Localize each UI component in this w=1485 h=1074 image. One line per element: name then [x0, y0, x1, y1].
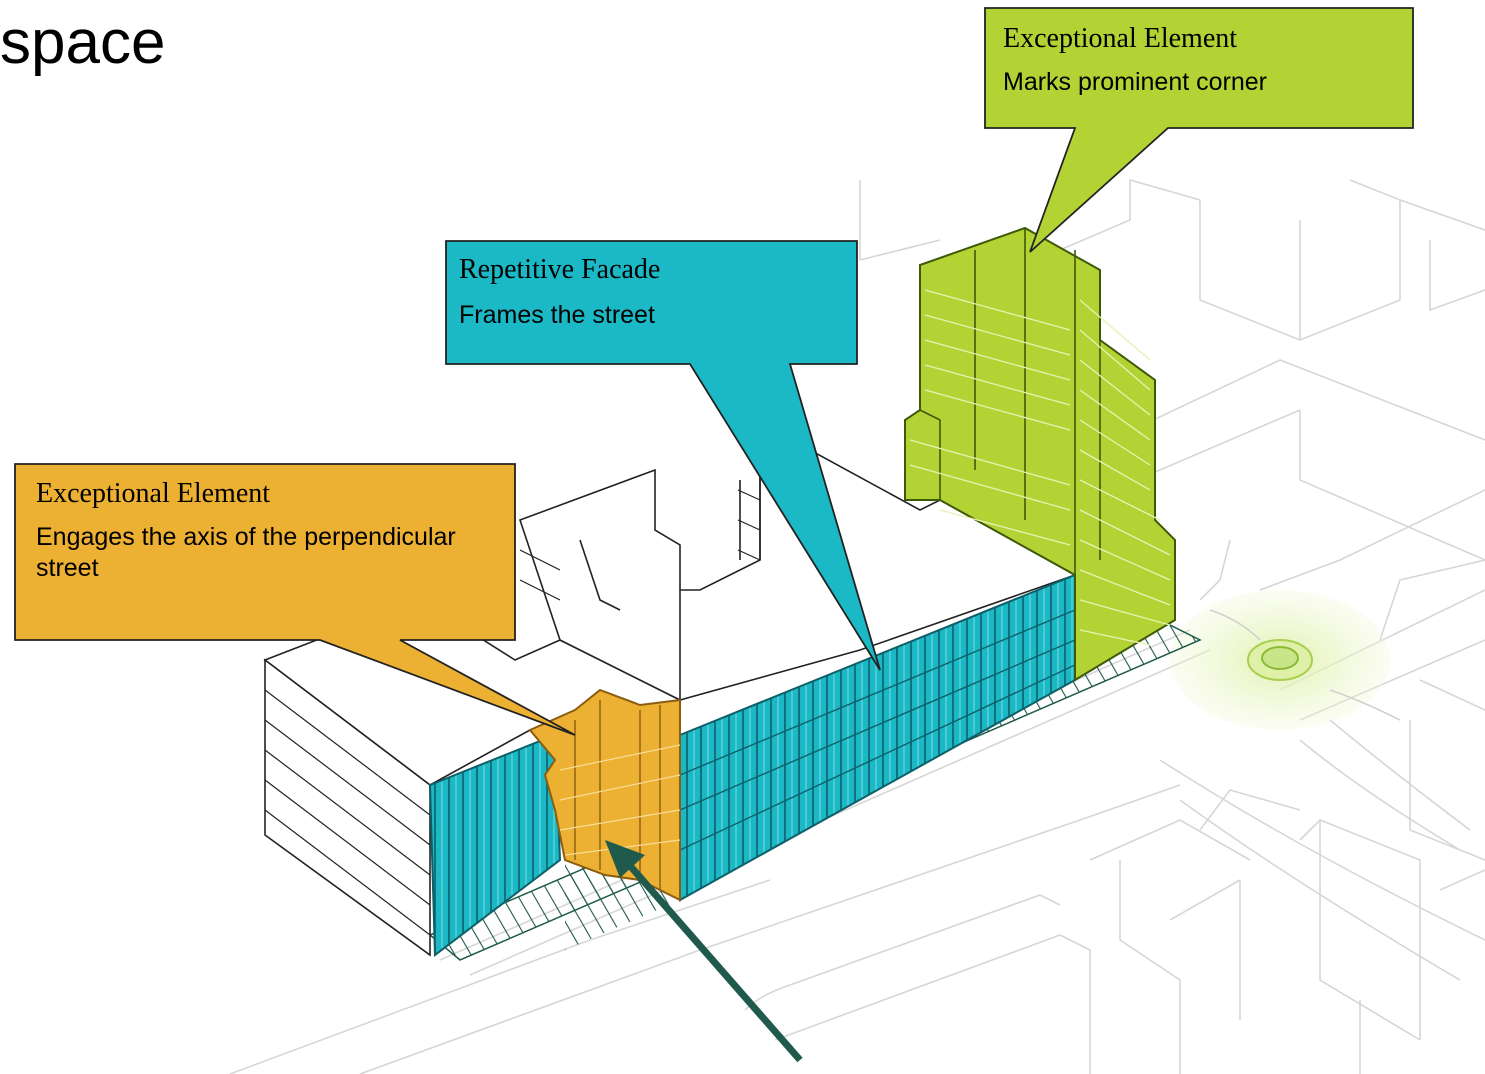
callout-heading: Exceptional Element — [1003, 23, 1238, 54]
callout-engages-axis: Exceptional Element Engages the axis of … — [36, 480, 456, 584]
axis-arrow — [605, 840, 803, 1063]
callout-orange — [14, 463, 576, 736]
green-tower — [904, 226, 1176, 682]
left-wall-bands — [264, 489, 761, 936]
facade-left — [428, 733, 562, 957]
callout-body: Engages the axis of the perpendicular st… — [36, 523, 456, 582]
callout-body: Frames the street — [459, 301, 655, 329]
green-tower-bands — [909, 289, 1171, 646]
callout-green — [984, 7, 1414, 253]
callout-marks-corner: Exceptional Element Marks prominent corn… — [1003, 25, 1267, 98]
callout-heading: Repetitive Facade — [459, 254, 661, 285]
facade-main-floors — [679, 609, 1076, 851]
callout-repetitive-facade: Repetitive Facade Frames the street — [459, 256, 660, 331]
roundabout — [1170, 590, 1401, 730]
callout-cyan — [445, 240, 881, 671]
orange-element — [528, 688, 681, 902]
slide-title: space — [0, 8, 166, 77]
callout-heading: Exceptional Element — [36, 478, 271, 509]
callout-body: Marks prominent corner — [1003, 68, 1267, 96]
